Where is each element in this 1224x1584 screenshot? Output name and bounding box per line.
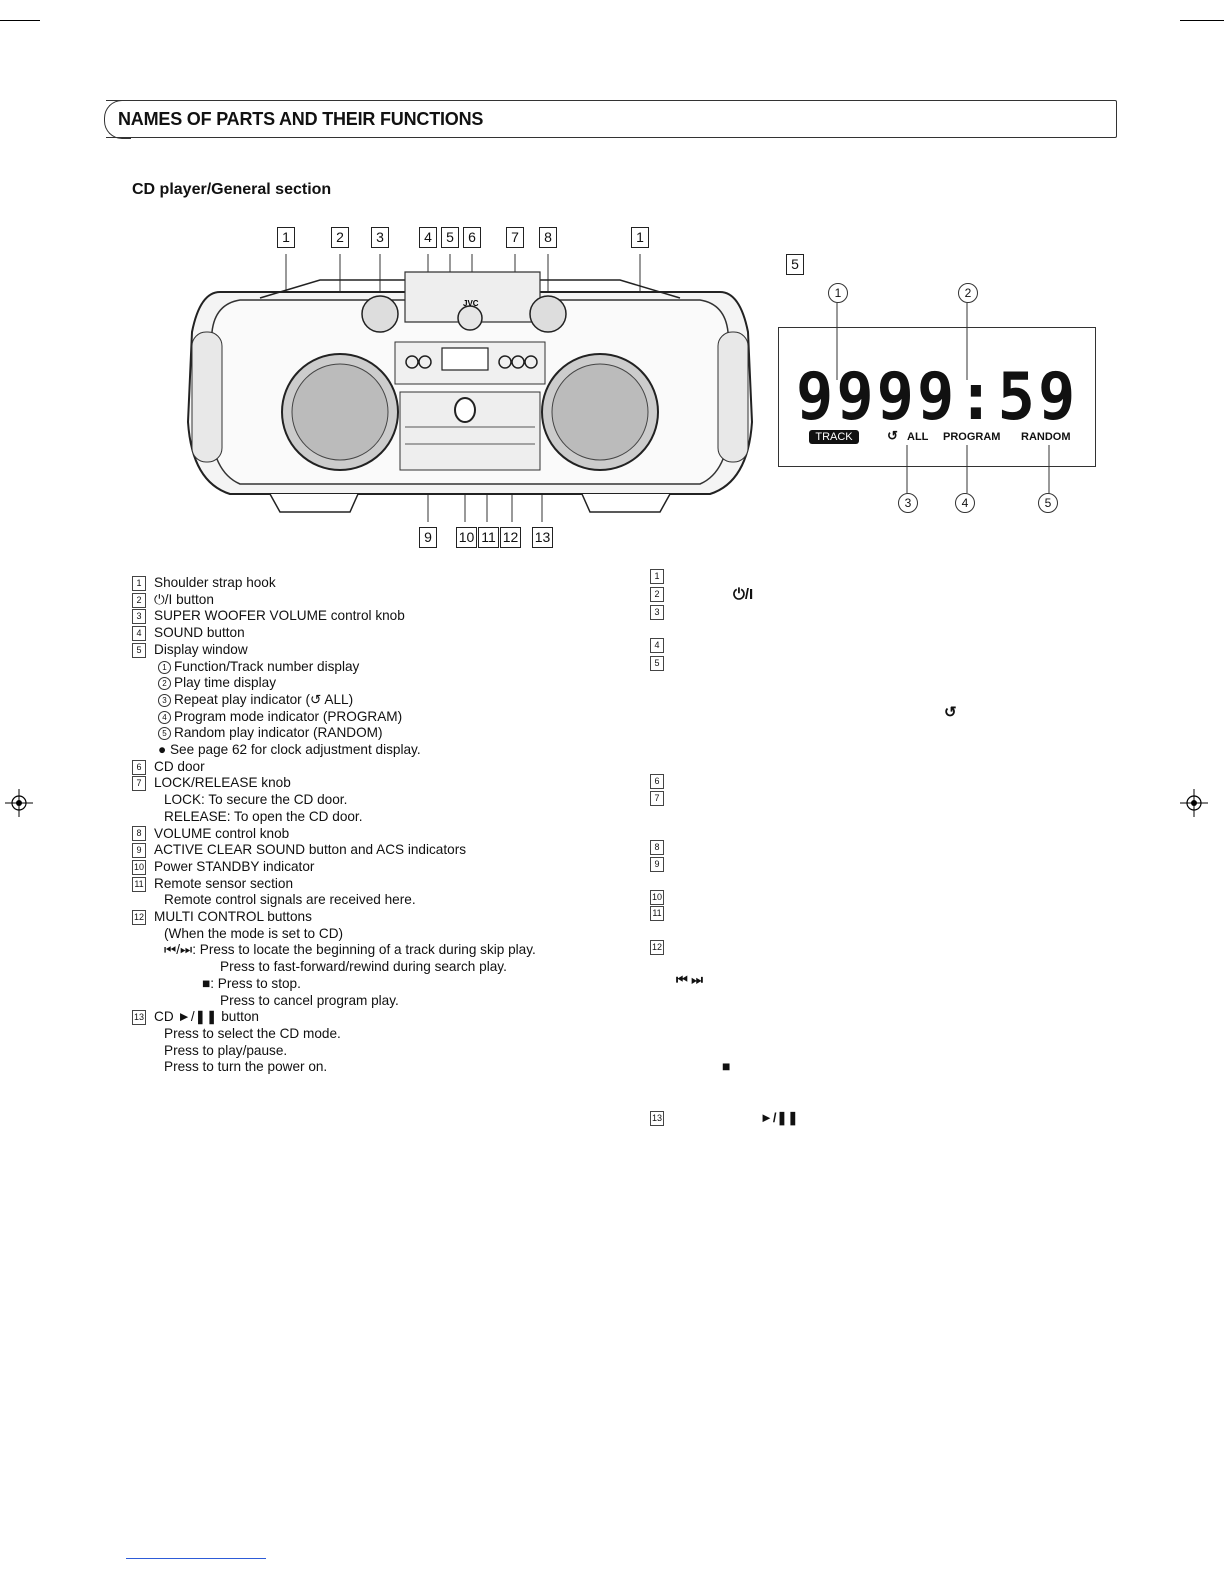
callout-3: 3 [371, 227, 389, 248]
repeat-all-indicator: ALL [907, 431, 929, 443]
display-callout-5: 5 [786, 254, 804, 275]
right-num-11: 11 [650, 906, 664, 921]
callout-1-right: 1 [631, 227, 649, 248]
repeat-icon: ↺ [944, 704, 957, 721]
skip-icons: ⏮ ⏭ [676, 972, 704, 987]
display-callout-circle-1: 1 [828, 283, 848, 303]
registration-mark-left [5, 789, 33, 817]
list-text: Press to turn the power on. [164, 1059, 328, 1075]
right-num-13: 13 [650, 1111, 664, 1126]
random-indicator: RANDOM [1021, 431, 1071, 443]
section-title: CD player/General section [132, 181, 332, 198]
callout-1-left: 1 [277, 227, 295, 248]
display-callout-circle-2: 2 [958, 283, 978, 303]
list-item: 2⏻/I button [132, 592, 602, 609]
callout-2: 2 [331, 227, 349, 248]
display-window-frame [778, 327, 1096, 467]
crop-mark-top-right [1180, 20, 1224, 21]
display-digits: 9999:59 [796, 358, 1079, 435]
display-callout-circle-5: 5 [1038, 493, 1058, 513]
crop-mark-top-left [0, 20, 40, 21]
list-note: ● See page 62 for clock adjustment displ… [158, 742, 421, 758]
list-text: ⏮/⏭: Press to locate the beginning of a … [164, 942, 536, 958]
right-num-12: 12 [650, 940, 664, 955]
boombox-diagram: JVC [186, 254, 754, 522]
right-num-9: 9 [650, 857, 664, 872]
program-indicator: PROGRAM [943, 431, 1001, 443]
registration-mark-right [1180, 789, 1208, 817]
repeat-indicator-icon: ↺ [887, 428, 898, 443]
right-num-6: 6 [650, 774, 664, 789]
callout-12: 12 [500, 527, 521, 548]
stop-icon: ■ [722, 1058, 731, 1074]
list-text: Press to cancel program play. [220, 992, 399, 1008]
callout-8: 8 [539, 227, 557, 248]
power-icon: ⏻/I [733, 586, 754, 603]
list-text: LOCK: To secure the CD door. [164, 792, 348, 808]
callout-5: 5 [441, 227, 459, 248]
right-num-10: 10 [650, 890, 664, 905]
callout-13: 13 [532, 527, 553, 548]
page-title: NAMES OF PARTS AND THEIR FUNCTIONS [118, 109, 484, 129]
callout-11: 11 [478, 527, 499, 548]
display-callout-circle-3: 3 [898, 493, 918, 513]
callout-6: 6 [463, 227, 481, 248]
footer-line [126, 1558, 266, 1559]
list-text: Press to play/pause. [164, 1042, 288, 1058]
callout-7: 7 [506, 227, 524, 248]
right-num-4: 4 [650, 638, 664, 653]
right-num-5: 5 [650, 656, 664, 671]
list-text: Remote control signals are received here… [164, 892, 416, 908]
list-text: RELEASE: To open the CD door. [164, 808, 363, 824]
list-text: ■: Press to stop. [202, 975, 301, 991]
callout-10: 10 [456, 527, 477, 548]
header-box [106, 100, 1117, 138]
right-num-7: 7 [650, 791, 664, 806]
brand-logo-text: JVC [463, 299, 479, 308]
track-indicator: TRACK [809, 430, 859, 444]
display-callout-circle-4: 4 [955, 493, 975, 513]
right-num-8: 8 [650, 840, 664, 855]
right-num-1: 1 [650, 569, 664, 584]
list-text: Press to fast-forward/rewind during sear… [220, 959, 507, 975]
list-text: Press to select the CD mode. [164, 1025, 341, 1041]
right-num-2: 2 [650, 587, 664, 602]
play-pause-icon: ►/❚❚ [760, 1110, 799, 1125]
callout-9: 9 [419, 527, 437, 548]
display-leader-lines [836, 303, 1050, 493]
right-num-3: 3 [650, 605, 664, 620]
list-text: (When the mode is set to CD) [164, 925, 344, 941]
callout-4: 4 [419, 227, 437, 248]
